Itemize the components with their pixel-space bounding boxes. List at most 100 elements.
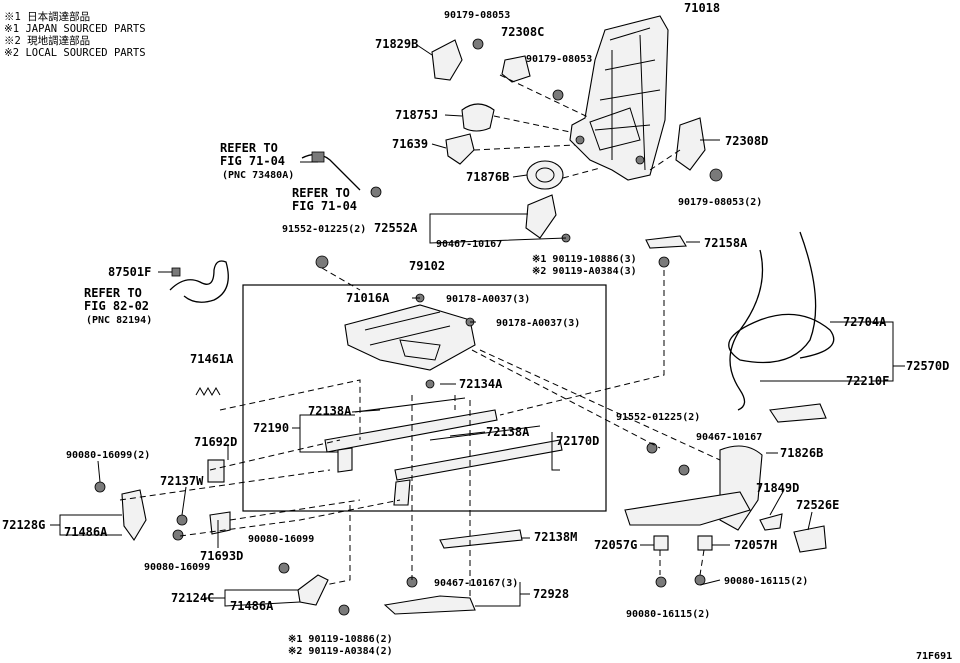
label-90119-10886-2: ※1 90119-10886(2) xyxy=(288,634,393,645)
bolt-90080-16115 xyxy=(655,576,667,588)
label-71461a: 71461A xyxy=(190,352,234,366)
legend: ※1 日本調達部品 ※1 JAPAN SOURCED PARTS ※2 現地調達… xyxy=(4,10,146,59)
label-72057h: 72057H xyxy=(734,538,777,552)
label-72170d: 72170D xyxy=(556,434,599,448)
ref2-line2: FIG 71-04 xyxy=(292,199,357,213)
label-90179-08053-2: 90179-08053(2) xyxy=(678,197,762,208)
label-90467-10167-right: 90467-10167 xyxy=(696,432,762,443)
part-72308c xyxy=(501,55,531,83)
part-72137w xyxy=(176,514,188,526)
label-71875j: 71875J xyxy=(395,108,438,122)
part-71639 xyxy=(445,133,475,165)
label-90119-10886-3: ※1 90119-10886(3) xyxy=(532,254,637,265)
bolt-90179 xyxy=(472,38,484,50)
ref-note-73480a: REFER TO FIG 71-04 (PNC 73480A) xyxy=(220,141,294,181)
bolt-91552-top xyxy=(315,255,329,269)
seat-back-frame xyxy=(569,15,669,181)
label-79102: 79102 xyxy=(409,259,445,273)
legend-line-4: ※2 LOCAL SOURCED PARTS xyxy=(4,47,146,59)
bolt-90080-mid xyxy=(278,562,290,574)
label-71018: 71018 xyxy=(684,1,720,15)
label-71826b: 71826B xyxy=(780,446,823,460)
part-71849d-clip xyxy=(759,513,783,531)
label-72928: 72928 xyxy=(533,587,569,601)
legend-line-2: ※1 JAPAN SOURCED PARTS xyxy=(4,23,146,35)
part-72158a xyxy=(645,235,687,249)
assembly-lines xyxy=(119,74,721,600)
ref1-line3: (PNC 73480A) xyxy=(222,170,294,181)
ref3-line2: FIG 82-02 xyxy=(84,299,149,313)
ref2-line1: REFER TO xyxy=(292,186,350,200)
figure-id: 71F691 xyxy=(916,651,952,662)
part-72057g xyxy=(653,535,669,551)
ref1-line2: FIG 71-04 xyxy=(220,154,285,168)
part-72210f-connector xyxy=(769,403,827,423)
nut-90179 xyxy=(709,168,723,182)
label-90178-a0037-3b: 90178-A0037(3) xyxy=(496,318,580,329)
part-72552a xyxy=(525,194,557,239)
label-71016a: 71016A xyxy=(346,291,390,305)
leader-lines xyxy=(50,44,905,607)
ref3-line1: REFER TO xyxy=(84,286,142,300)
part-71876b xyxy=(526,160,564,190)
label-72552a: 72552A xyxy=(374,221,418,235)
ref-note-82194: REFER TO FIG 82-02 (PNC 82194) xyxy=(84,286,152,326)
label-90179-08053-mid: 90179-08053 xyxy=(526,54,592,65)
part-72928 xyxy=(383,595,476,615)
bolt-90467-right xyxy=(678,464,690,476)
label-72138a-left: 72138A xyxy=(308,404,352,418)
label-90080-16099-left: 90080-16099 xyxy=(144,562,210,573)
clip-71-04 xyxy=(370,186,382,198)
ref3-line3: (PNC 82194) xyxy=(86,315,152,326)
label-72128g: 72128G xyxy=(2,518,45,532)
label-71829b: 71829B xyxy=(375,37,418,51)
label-90467-10167-top: 90467-10167 xyxy=(436,239,502,250)
part-labels: 90179-08053 71018 72308C 71829B 90179-08… xyxy=(2,1,949,657)
label-72138a-right: 72138A xyxy=(486,425,530,439)
legend-line-1: ※1 日本調達部品 xyxy=(4,10,90,23)
part-71849d xyxy=(624,491,751,526)
part-71693d xyxy=(209,511,231,535)
label-71486a-left: 71486A xyxy=(64,525,108,539)
assembly-box-79102 xyxy=(242,284,607,512)
label-71639: 71639 xyxy=(392,137,428,151)
harness-72704a xyxy=(728,231,835,364)
connector-73480a xyxy=(311,151,325,163)
bolt-90080-16099-2 xyxy=(94,481,106,493)
label-91552-01225-2-top: 91552-01225(2) xyxy=(282,224,366,235)
bolt-91552-right xyxy=(646,442,658,454)
label-72134a: 72134A xyxy=(459,377,503,391)
label-90467-10167-3: 90467-10167(3) xyxy=(434,578,518,589)
part-72526e xyxy=(793,525,827,553)
label-90080-16099-mid: 90080-16099 xyxy=(248,534,314,545)
label-90179-08053-top: 90179-08053 xyxy=(444,10,510,21)
part-72124c xyxy=(297,574,329,606)
legend-line-3: ※2 現地調達部品 xyxy=(4,34,90,47)
label-87501f: 87501F xyxy=(108,265,151,279)
label-91552-01225-2-right: 91552-01225(2) xyxy=(616,412,700,423)
label-72190: 72190 xyxy=(253,421,289,435)
nut-90119-2 xyxy=(338,604,350,616)
label-72526e: 72526E xyxy=(796,498,839,512)
label-90080-16115-2-right: 90080-16115(2) xyxy=(724,576,808,587)
spring-71461a xyxy=(195,386,221,397)
label-72057g: 72057G xyxy=(594,538,637,552)
part-71875j xyxy=(461,103,495,132)
label-72308c: 72308C xyxy=(501,25,544,39)
part-72057h xyxy=(697,535,713,551)
label-71692d: 71692D xyxy=(194,435,237,449)
part-72308d xyxy=(675,117,706,171)
label-90080-16115-2-bottom: 90080-16115(2) xyxy=(626,609,710,620)
label-72570d: 72570D xyxy=(906,359,949,373)
part-72138m xyxy=(439,529,523,549)
label-90119-a0384-3: ※2 90119-A0384(3) xyxy=(532,266,637,277)
label-71486a-bottom: 71486A xyxy=(230,599,274,613)
label-71849d: 71849D xyxy=(756,481,799,495)
label-72158a: 72158A xyxy=(704,236,748,250)
harness-73480a xyxy=(301,153,361,191)
label-72138m: 72138M xyxy=(534,530,577,544)
harness-82194 xyxy=(169,260,229,303)
seat-track-assembly xyxy=(324,293,563,506)
